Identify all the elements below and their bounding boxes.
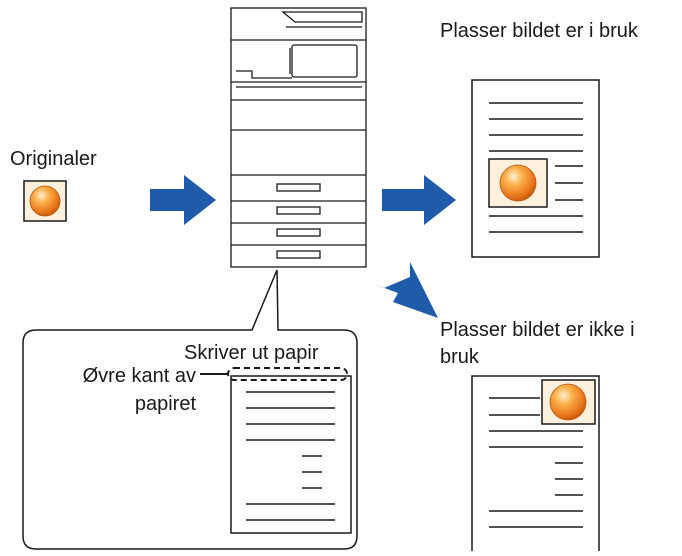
right-arrow-icon	[150, 175, 216, 225]
printed-paper-icon	[230, 375, 352, 534]
output-page-icon	[471, 375, 600, 554]
multifunction-printer-icon	[230, 7, 367, 268]
image-ball-icon	[549, 383, 587, 421]
down-right-arrow-icon	[371, 262, 438, 318]
image-ball-icon	[29, 185, 61, 217]
placement-off-label: Plasser bildet er ikke i bruk	[440, 319, 635, 368]
output-page-icon	[471, 79, 600, 258]
top-edge-label: Øvre kant av papiret	[82, 365, 196, 415]
image-ball-icon	[499, 164, 537, 202]
placement-on-label: Plasser bildet er i bruk	[440, 20, 638, 42]
original-label: Originaler	[10, 148, 97, 170]
original-document-icon	[23, 180, 67, 222]
right-arrow-icon	[382, 175, 456, 225]
print-paper-label: Skriver ut papir	[184, 342, 319, 364]
